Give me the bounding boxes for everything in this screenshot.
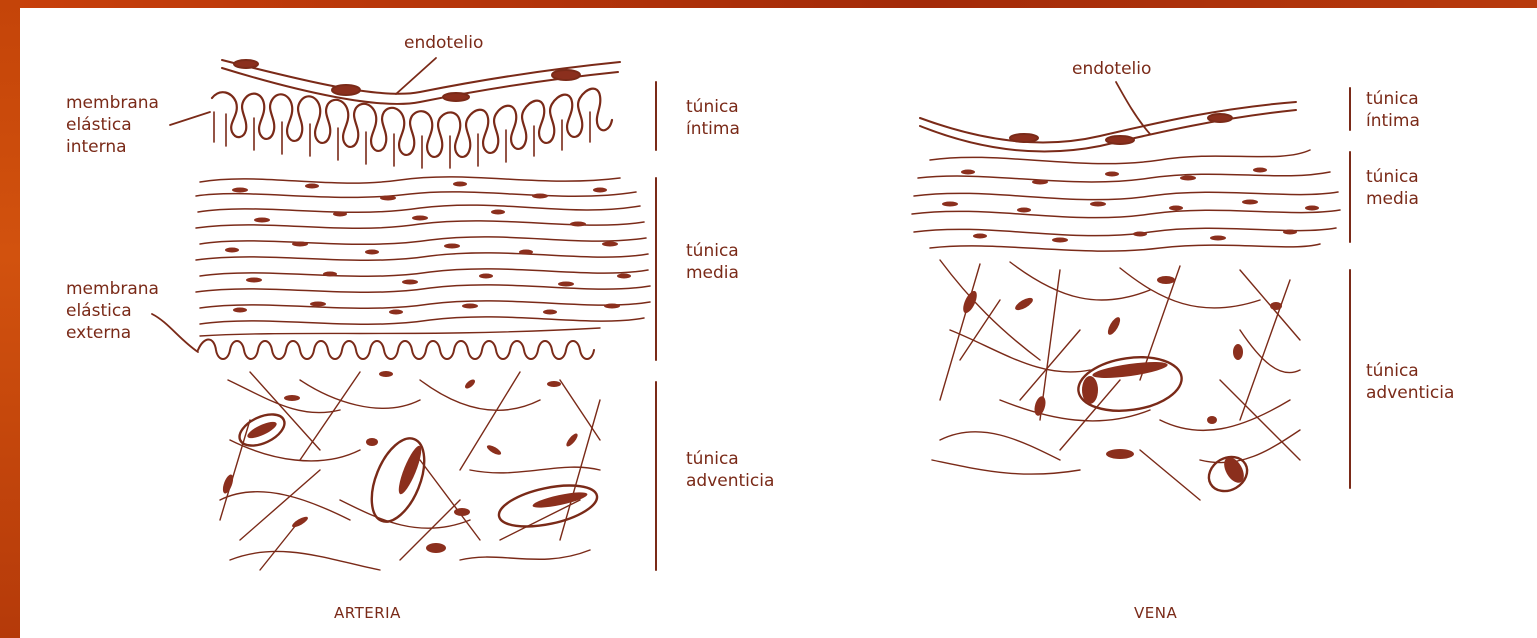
- vena-media-layer: [912, 150, 1340, 251]
- vena-illustration: [912, 82, 1350, 500]
- arteria-caption: ARTERIA: [334, 604, 401, 622]
- vena-tunica-adventicia-label: túnica adventicia: [1366, 360, 1454, 404]
- vena-endotelio-label: endotelio: [1072, 58, 1151, 80]
- arteria-endotelio-layer: [222, 60, 620, 104]
- vena-caption: VENA: [1134, 604, 1177, 622]
- vena-tunica-media-label: túnica media: [1366, 166, 1419, 210]
- arteria-adventicia-layer: [220, 371, 601, 570]
- arteria-membrana-externa-label: membrana elástica externa: [66, 278, 159, 344]
- arteria-media-layer: [196, 177, 650, 324]
- arteria-tunica-media-label: túnica media: [686, 240, 739, 284]
- arteria-membrana-interna-label: membrana elástica interna: [66, 92, 159, 158]
- vena-endotelio-layer: [920, 102, 1296, 152]
- vena-tunica-intima-label: túnica íntima: [1366, 88, 1420, 132]
- arteria-illustration: [152, 58, 656, 570]
- vena-adventicia-layer: [932, 260, 1300, 500]
- arteria-tunica-intima-label: túnica íntima: [686, 96, 740, 140]
- arteria-membrana-interna: [212, 89, 612, 168]
- arteria-endotelio-label: endotelio: [404, 32, 483, 54]
- arteria-tunica-adventicia-label: túnica adventicia: [686, 448, 774, 492]
- arteria-membrana-externa: [198, 328, 600, 359]
